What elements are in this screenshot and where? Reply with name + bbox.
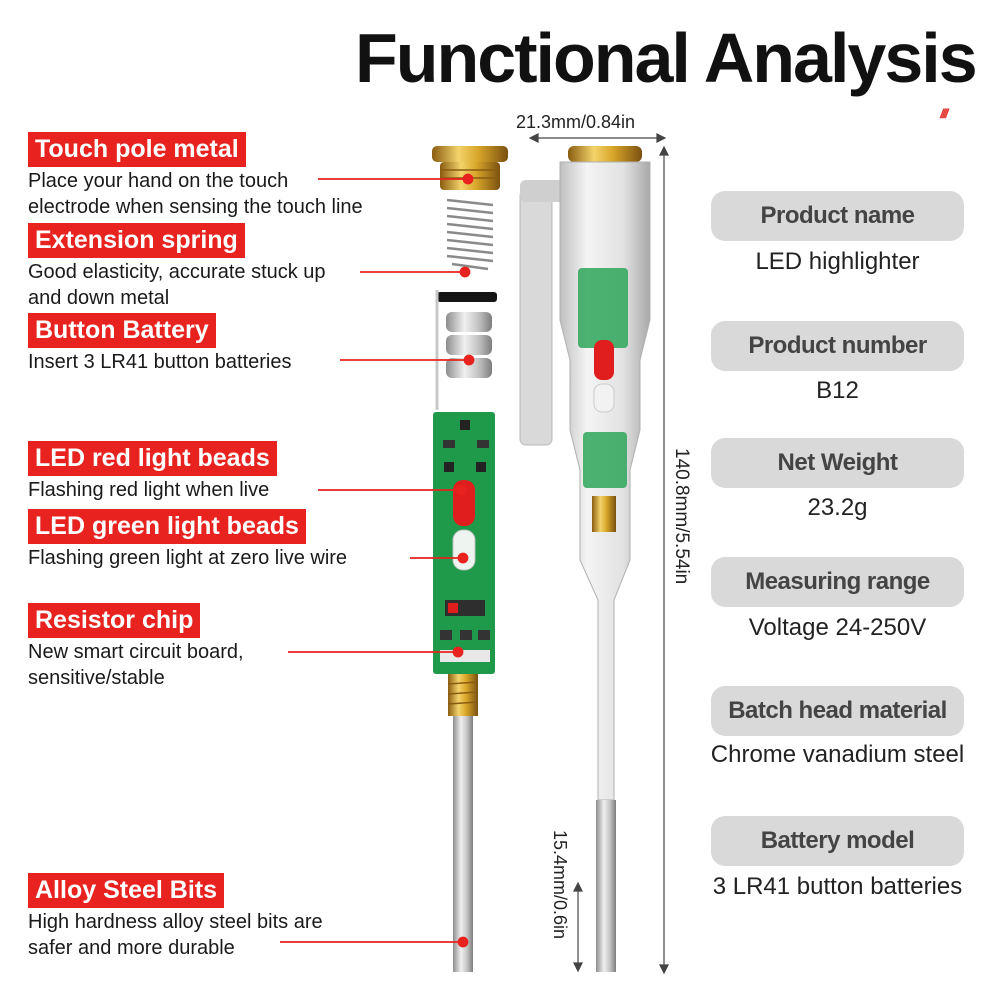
spec-measuring-range-pill: Measuring range — [711, 557, 964, 607]
desc-line: safer and more durable — [28, 937, 235, 959]
spring-part — [446, 198, 494, 271]
desc-line: Flashing red light when live — [28, 479, 270, 501]
desc-line: High hardness alloy steel bits are — [28, 911, 323, 933]
assembled-pen — [519, 146, 651, 972]
threaded-connector — [447, 674, 479, 716]
circuit-board-part — [433, 412, 495, 674]
tag-text: Button Battery — [28, 313, 216, 348]
label-resistor-chip: Resistor chip New smart circuit board, s… — [28, 603, 244, 690]
desc-line: Place your hand on the touch — [28, 170, 289, 192]
tag-text: LED green light beads — [28, 509, 306, 544]
black-ring-part — [437, 292, 497, 302]
spec-product-number-pill: Product number — [711, 321, 964, 371]
tag-text: Touch pole metal — [28, 132, 246, 167]
spec-measuring-range-value: Voltage 24-250V — [748, 614, 927, 641]
spec-battery-model-value: 3 LR41 button batteries — [712, 873, 963, 900]
label-extension-spring: Extension spring Good elasticity, accura… — [28, 223, 326, 310]
length-dimension: 140.8mm/5.54in — [671, 448, 692, 585]
tag-text: LED red light beads — [28, 441, 277, 476]
desc-line: Flashing green light at zero live wire — [28, 547, 348, 569]
label-led-green: LED green light beads Flashing green lig… — [28, 509, 347, 570]
label-alloy-steel-bits: Alloy Steel Bits High hardness alloy ste… — [28, 873, 323, 960]
tag-text: Extension spring — [28, 223, 245, 258]
desc-line: and down metal — [28, 287, 170, 309]
desc-line: electrode when sensing the touch line — [28, 196, 363, 218]
spec-battery-model-pill: Battery model — [711, 816, 964, 866]
desc-line: Good elasticity, accurate stuck up — [28, 261, 326, 283]
page-title: Functional Analysis — [355, 19, 978, 97]
desc-line: Insert 3 LR41 button batteries — [28, 351, 292, 373]
spec-batch-head-material-value: Chrome vanadium steel — [710, 741, 965, 768]
tag-text: Resistor chip — [28, 603, 201, 638]
tip-dimension: 15.4mm/0.6in — [550, 830, 570, 940]
spec-batch-head-material-pill: Batch head material — [711, 686, 964, 736]
dimension-lines — [528, 133, 669, 975]
steel-bit-part — [453, 716, 473, 972]
spec-product-name-pill: Product name — [711, 191, 964, 241]
leader-lines — [280, 173, 475, 948]
label-touch-pole-metal: Touch pole metal Place your hand on the … — [28, 132, 363, 219]
tag-text: Alloy Steel Bits — [28, 873, 224, 908]
label-led-red: LED red light beads Flashing red light w… — [28, 441, 277, 502]
button-batteries-part — [446, 312, 492, 378]
spec-net-weight-value: 23.2g — [807, 494, 868, 521]
desc-line: New smart circuit board, — [28, 641, 244, 663]
width-dimension: 21.3mm/0.84in — [516, 112, 636, 132]
label-button-battery: Button Battery Insert 3 LR41 button batt… — [28, 313, 292, 374]
desc-line: sensitive/stable — [28, 667, 165, 689]
spec-net-weight-pill: Net Weight — [711, 438, 964, 488]
spec-product-name-value: LED highlighter — [755, 248, 920, 275]
decorative-slashes: //// — [940, 106, 949, 121]
spec-product-number-value: B12 — [816, 377, 859, 404]
